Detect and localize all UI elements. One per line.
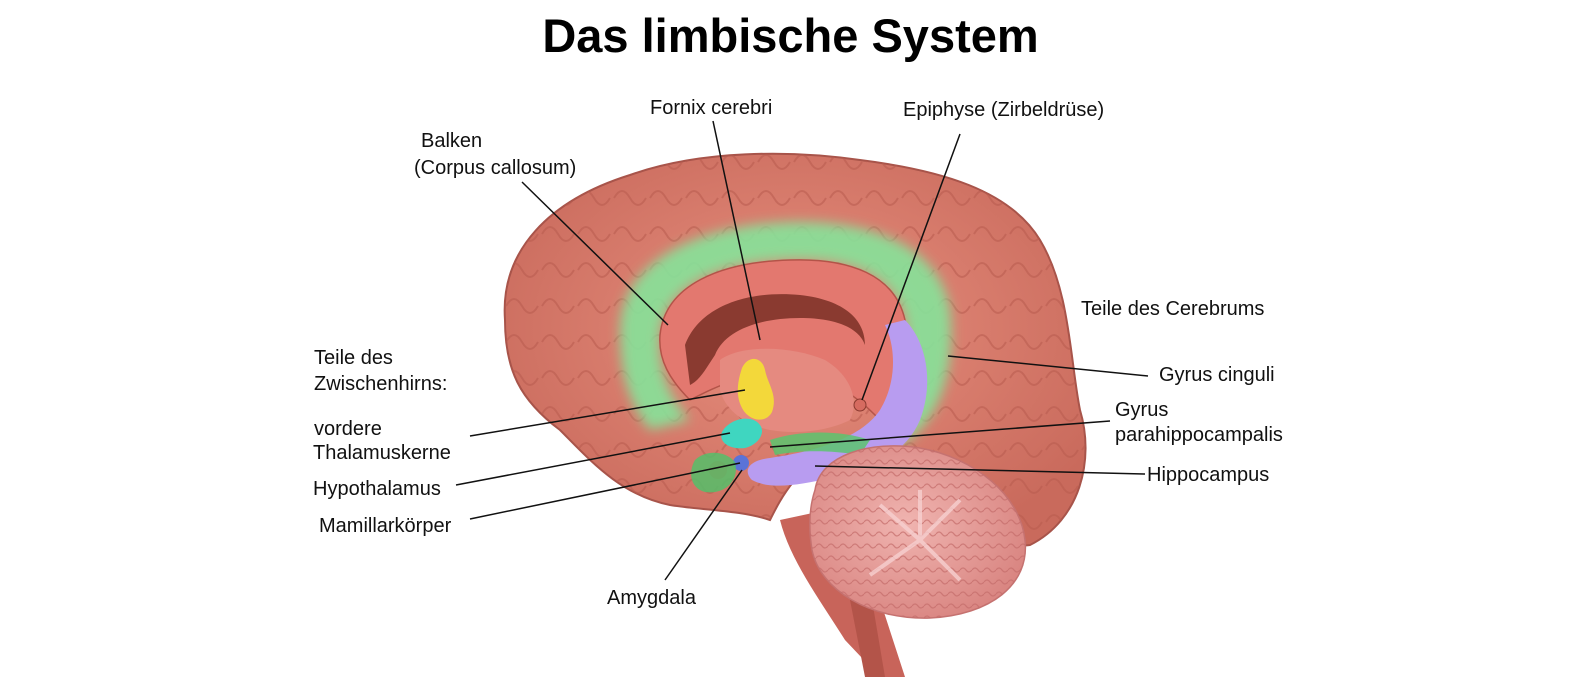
leader-hypothalamus <box>455 432 731 486</box>
label-zwischenhirns: Zwischenhirns: <box>314 373 448 395</box>
leader-vordere-thalamuskerne <box>469 389 746 437</box>
page-title: Das limbische System <box>542 9 1039 62</box>
arbor-vitae <box>868 490 962 582</box>
leader-gyrus-cinguli <box>947 355 1149 377</box>
label-thalamuskerne: Thalamuskerne <box>313 442 451 464</box>
label-teile-des: Teile des <box>314 347 393 369</box>
leader-mamillarkoerper <box>469 462 741 520</box>
leader-balken <box>521 181 669 326</box>
label-gyrus-cinguli: Gyrus cinguli <box>1159 364 1275 386</box>
label-epiphyse: Epiphyse (Zirbeldrüse) <box>903 99 1105 121</box>
hypothalamus <box>721 418 763 449</box>
label-hypothalamus: Hypothalamus <box>313 478 441 500</box>
label-gyrus: Gyrus <box>1115 399 1169 421</box>
label-corpus-callosum: (Corpus callosum) <box>414 157 577 179</box>
label-fornix-cerebri: Fornix cerebri <box>650 97 773 119</box>
leader-fornix <box>712 120 761 341</box>
epiphyse <box>853 398 867 412</box>
hippocampus <box>747 320 928 486</box>
leader-amygdala <box>664 469 743 581</box>
temporal-green <box>691 452 736 493</box>
leader-lines <box>455 120 1149 581</box>
label-mamillarkoerper: Mamillarkörper <box>319 515 452 537</box>
spinal-cord <box>850 600 885 677</box>
label-parahippocampalis: parahippocampalis <box>1115 424 1283 446</box>
leader-epiphyse <box>861 133 961 401</box>
vordere-thalamuskerne <box>737 358 774 420</box>
fornix-cerebri <box>685 294 865 385</box>
mamillarkoerper <box>733 455 749 471</box>
leader-gyrus-parahippocampalis <box>769 420 1111 448</box>
label-hippocampus: Hippocampus <box>1147 464 1270 486</box>
label-balken: Balken <box>421 130 483 152</box>
label-vordere: vordere <box>314 418 382 440</box>
label-teile-des-cerebrums: Teile des Cerebrums <box>1081 298 1265 320</box>
leader-hippocampus <box>814 465 1146 475</box>
label-amygdala: Amygdala <box>607 587 696 609</box>
